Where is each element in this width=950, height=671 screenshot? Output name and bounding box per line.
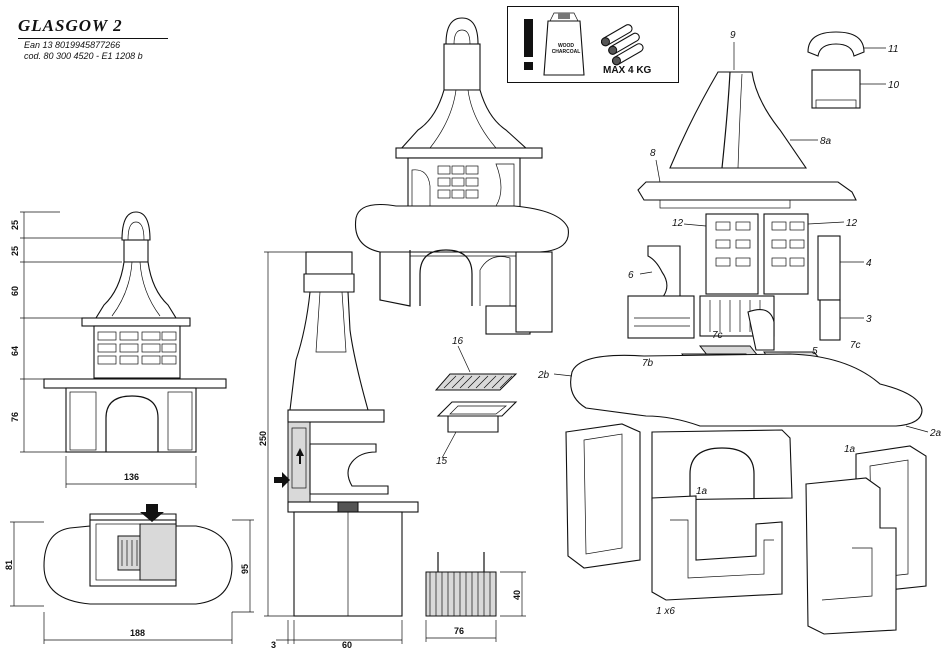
grill-plate-side: 76 40: [426, 552, 526, 642]
exploded-view: [566, 32, 926, 634]
dim-section-depth: 60: [342, 640, 352, 650]
front-elevation: 25 25 60 64 76 136: [10, 212, 226, 488]
label-part-8a: 8a: [820, 136, 832, 147]
label-part-8: 8: [650, 148, 656, 159]
label-part-2a: 2a: [929, 428, 942, 439]
label-part-12a: 12: [672, 218, 684, 229]
label-part-6: 6: [628, 270, 634, 281]
dim-front-h2: 25: [10, 246, 20, 256]
label-part-12b: 12: [846, 218, 858, 229]
label-part-9: 9: [730, 30, 736, 41]
dim-front-h4: 64: [10, 346, 20, 356]
label-part-15: 15: [436, 456, 448, 467]
label-part-1a-b: 1a: [696, 486, 708, 497]
label-part-3: 3: [866, 314, 872, 325]
label-part-4: 4: [866, 258, 872, 269]
ash-tray-part: [438, 402, 516, 432]
label-part-7c-b: 7c: [850, 340, 861, 351]
dim-plan-depth: 81: [4, 560, 14, 570]
label-part-7b: 7b: [642, 358, 654, 369]
dim-plan-depth-inner: 95: [240, 564, 250, 574]
plan-view: 81 95 188: [4, 504, 254, 644]
dim-front-width: 136: [124, 472, 139, 482]
label-part-5: 5: [812, 346, 818, 357]
dim-front-h3: 60: [10, 286, 20, 296]
label-part-2b: 2b: [537, 370, 550, 381]
label-part-1: 1 x6: [656, 606, 675, 617]
assembled-view: [356, 18, 569, 334]
dim-plan-width: 188: [130, 628, 145, 638]
label-part-11: 11: [888, 44, 898, 55]
side-section: 250 3 60: [258, 252, 418, 650]
label-part-1a-a: 1a: [844, 444, 856, 455]
dim-grill-width: 76: [454, 626, 464, 636]
label-part-7c-a: 7c: [712, 330, 723, 341]
dim-grill-height: 40: [512, 590, 522, 600]
label-part-10: 10: [888, 80, 900, 91]
dim-front-h1: 25: [10, 220, 20, 230]
dim-front-h5: 76: [10, 412, 20, 422]
label-part-16: 16: [452, 336, 464, 347]
dim-section-height: 250: [258, 431, 268, 446]
grill-part: [436, 374, 516, 390]
dim-section-offset: 3: [271, 640, 276, 650]
